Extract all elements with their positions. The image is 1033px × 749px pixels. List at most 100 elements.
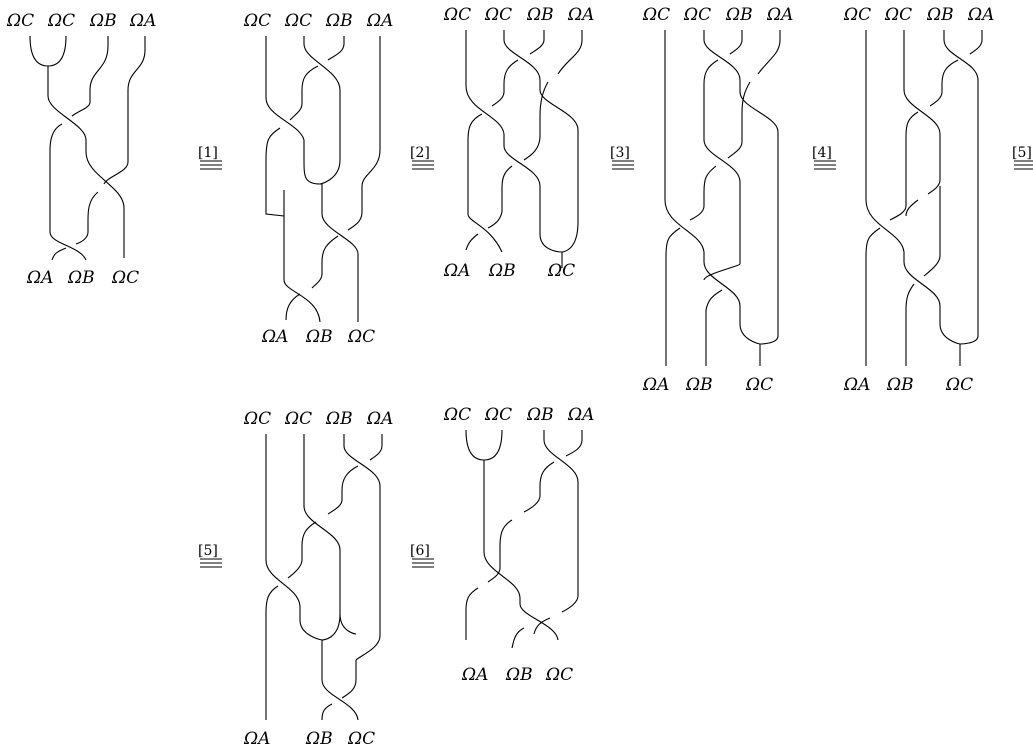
top-label: ΩC: [243, 11, 271, 31]
top-label: ΩA: [129, 11, 156, 31]
strand: [71, 36, 109, 117]
multiplication-cup: [465, 429, 503, 461]
bottom-label: ΩA: [642, 375, 669, 395]
bottom-label: ΩA: [443, 261, 470, 281]
top-label: ΩC: [683, 5, 711, 25]
bottom-label: ΩC: [547, 261, 575, 281]
strand: [523, 120, 541, 161]
bottom-label: ΩB: [685, 375, 713, 395]
strand: [664, 30, 705, 253]
strand: [87, 191, 99, 232]
strand: [529, 30, 545, 55]
relation-3: [3]: [610, 145, 634, 170]
top-label: ΩC: [443, 5, 471, 25]
bottom-label: ΩC: [347, 729, 375, 749]
bottom-label: ΩA: [461, 665, 488, 685]
strand: [47, 66, 87, 141]
strand: [703, 59, 741, 183]
top-label: ΩA: [766, 5, 793, 25]
top-label: ΩA: [567, 5, 594, 25]
strand: [299, 606, 341, 641]
top-label: ΩB: [725, 5, 753, 25]
diagram-7: ΩC ΩC ΩB ΩA ΩA ΩB ΩC: [443, 405, 594, 685]
strand: [929, 59, 959, 107]
strand: [889, 111, 919, 221]
top-label: ΩC: [284, 11, 312, 31]
strand: [905, 199, 919, 217]
strand: [347, 36, 381, 231]
strand: [303, 140, 359, 322]
top-label: ΩC: [642, 5, 670, 25]
strand: [903, 30, 941, 142]
strand: [85, 140, 125, 258]
strand: [321, 640, 359, 721]
top-label: ΩC: [284, 409, 312, 429]
strand: [703, 252, 779, 345]
strand: [703, 182, 741, 281]
bottom-label: ΩB: [505, 665, 533, 685]
relation-label: [3]: [610, 145, 630, 161]
strand: [865, 30, 905, 253]
strand: [327, 465, 359, 515]
top-label: ΩB: [526, 405, 554, 425]
strand: [283, 279, 321, 323]
strand: [289, 65, 319, 121]
top-label: ΩB: [926, 5, 954, 25]
bottom-label: ΩB: [305, 327, 333, 347]
strand: [327, 36, 345, 61]
strand: [491, 59, 519, 107]
strand: [523, 461, 555, 513]
top-label: ΩB: [89, 11, 117, 31]
strand: [265, 434, 301, 607]
top-label: ΩA: [967, 5, 994, 25]
strand: [285, 293, 301, 321]
strand: [321, 703, 333, 721]
strand: [727, 81, 751, 159]
strand: [303, 36, 341, 185]
relation-2: [2]: [410, 145, 434, 170]
relation-1: [1]: [198, 145, 222, 170]
strand: [487, 211, 503, 229]
top-label: ΩC: [443, 405, 471, 425]
strand: [303, 434, 357, 635]
bottom-label: ΩC: [347, 327, 375, 347]
strand: [465, 233, 479, 251]
top-label: ΩA: [567, 405, 594, 425]
strand: [903, 252, 979, 345]
relation-label: [4]: [812, 145, 832, 161]
strand: [503, 134, 579, 253]
bottom-label: ΩC: [545, 665, 573, 685]
top-label: ΩC: [484, 5, 512, 25]
strand: [923, 186, 941, 277]
relation-label: [1]: [198, 145, 218, 161]
strand: [557, 30, 583, 75]
top-label: ΩC: [484, 405, 512, 425]
strand: [369, 434, 383, 461]
top-label: ΩA: [366, 409, 393, 429]
multiplication-cup: [29, 35, 67, 67]
strand: [943, 30, 979, 336]
top-label: ΩC: [6, 11, 34, 31]
strand: [511, 627, 525, 649]
strand: [703, 30, 779, 336]
strand: [103, 36, 146, 185]
strand: [865, 227, 881, 366]
strand: [465, 587, 479, 640]
relation-label: [2]: [410, 145, 430, 161]
bottom-label: ΩB: [305, 729, 333, 749]
strand: [533, 617, 551, 635]
strand: [543, 430, 579, 613]
strand: [49, 123, 63, 232]
strand: [705, 289, 723, 366]
strand: [905, 283, 915, 366]
relation-label: [5]: [1012, 145, 1032, 161]
strand: [51, 247, 67, 261]
top-label: ΩB: [325, 11, 353, 31]
strand: [341, 660, 357, 699]
diagram-2: ΩC ΩC ΩB ΩA ΩA ΩB ΩC: [243, 11, 393, 347]
relation-label: [5]: [198, 543, 218, 559]
strand: [503, 30, 579, 222]
strand: [483, 460, 559, 641]
strand: [501, 165, 513, 212]
bottom-label: ΩC: [745, 375, 773, 395]
